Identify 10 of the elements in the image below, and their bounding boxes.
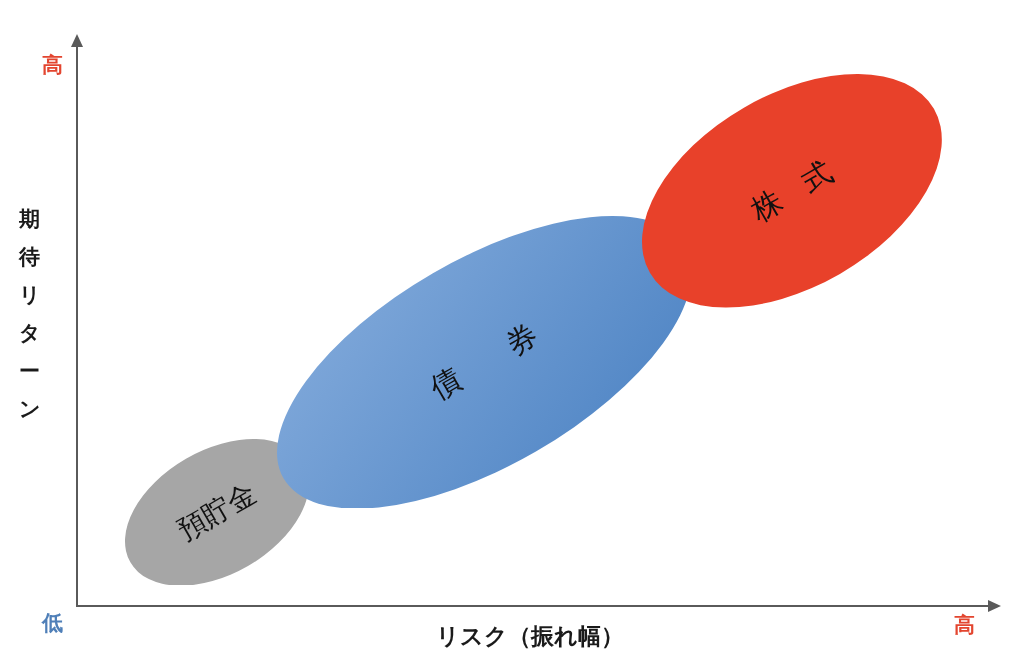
axis-low-label: 低 (42, 613, 63, 634)
x-axis-title: リスク（振れ幅） (436, 625, 624, 648)
asset-ellipse (642, 74, 942, 308)
axis-high-label: 高 (42, 55, 63, 76)
y-axis-title: 期待リターン (19, 206, 40, 423)
axis-high-label: 高 (954, 615, 975, 636)
asset-label: 預貯金 (173, 478, 261, 546)
asset-label: 債券 (425, 290, 593, 405)
asset-ellipse (125, 438, 309, 586)
asset-label: 株式 (746, 142, 862, 226)
